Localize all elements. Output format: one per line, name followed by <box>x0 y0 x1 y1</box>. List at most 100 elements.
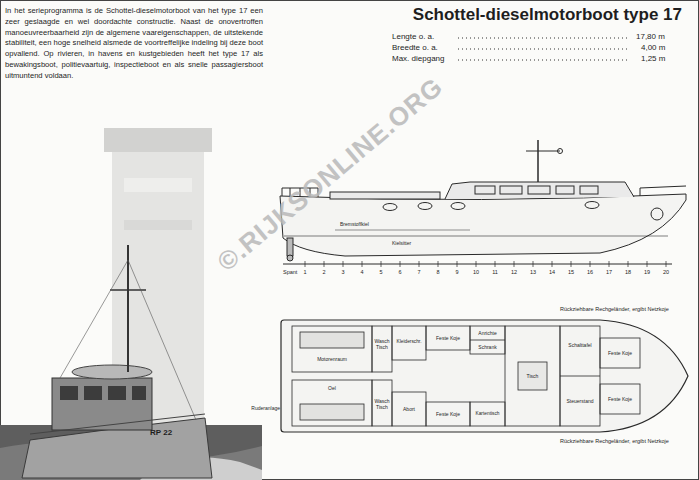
room-label: Kartentisch <box>470 411 505 417</box>
photo-boat-part <box>60 260 128 378</box>
profile-drawing-part <box>335 230 470 231</box>
profile-drawing-part <box>287 255 293 261</box>
frame-number: 10 <box>470 269 482 276</box>
plan-view-part <box>281 320 688 432</box>
spec-leader-dots <box>458 38 630 60</box>
lighthouse-backdrop-part <box>124 220 192 230</box>
note-label: Rückziehbare Rechgeländer, ergibt Netzko… <box>560 306 669 313</box>
photo-boat-part <box>30 414 205 434</box>
plan-view-part <box>372 326 392 372</box>
room-label: Feste Koje <box>426 411 470 417</box>
photo-boat-part <box>132 386 146 400</box>
frame-number: 14 <box>546 269 558 276</box>
frame-scale-ticks-part <box>324 261 325 267</box>
photo-boat-part <box>128 260 196 420</box>
frame-number: 5 <box>375 269 387 276</box>
spec-leader-dots-part <box>458 38 630 39</box>
frame-number: 11 <box>489 269 501 276</box>
spec-label: Lengte o. a. <box>392 32 434 42</box>
frame-number: 20 <box>660 269 672 276</box>
frame-number: 1 <box>299 269 311 276</box>
plan-view-part <box>426 326 470 350</box>
part-label: Ruderanlage <box>236 405 280 411</box>
profile-drawing-part <box>500 186 522 194</box>
lighthouse-backdrop-part <box>104 128 212 152</box>
profile-drawing-part <box>418 203 432 210</box>
photo-boat-part <box>72 365 152 379</box>
plan-view-part <box>426 402 470 426</box>
profile-drawing-part <box>580 186 598 194</box>
spec-value: 1,25 m <box>641 54 665 64</box>
frame-scale-ticks-part <box>362 261 363 267</box>
room-label: Wasch Tisch <box>372 338 392 350</box>
room-label: Schrank <box>470 344 505 350</box>
plan-view-part <box>300 404 364 420</box>
profile-drawing-part <box>640 186 686 196</box>
frame-number: 4 <box>356 269 368 276</box>
part-label: Kielsitter <box>392 240 411 246</box>
spec-value: 17,80 m <box>636 32 665 42</box>
profile-drawing-part <box>558 149 563 154</box>
frame-number: 2 <box>318 269 330 276</box>
frame-scale-ticks-part <box>495 261 496 267</box>
frame-number: 17 <box>603 269 615 276</box>
room-label: Anrichte <box>470 330 505 336</box>
spec-leader-dots-part <box>458 49 630 50</box>
plan-view-part <box>505 326 560 426</box>
plan-view-part <box>292 326 372 372</box>
profile-drawing-part <box>451 203 465 210</box>
frame-scale-ticks-part <box>514 261 515 267</box>
profile-drawing-part <box>283 264 672 265</box>
profile-drawing-part <box>651 208 663 220</box>
profile-drawing-part <box>383 204 397 211</box>
plan-view-part <box>600 338 640 368</box>
plan-view-part <box>392 392 426 426</box>
room-label: Abort <box>392 406 426 412</box>
frame-scale-ticks <box>305 261 666 267</box>
frame-number: 3 <box>337 269 349 276</box>
room-label: Oel <box>292 385 372 391</box>
plan-view-part <box>300 332 364 348</box>
room-label: Motorenraum <box>292 356 372 362</box>
spec-label: Breedte o. a. <box>392 43 438 53</box>
frame-scale-ticks-part <box>666 261 667 267</box>
frame-number: 6 <box>394 269 406 276</box>
plan-view-part <box>560 376 600 377</box>
frame-number: 9 <box>451 269 463 276</box>
plan-view-part <box>470 326 505 354</box>
plan-view-part <box>392 326 426 360</box>
profile-drawing-part <box>585 202 599 209</box>
frame-number: 12 <box>508 269 520 276</box>
room-label: Steuerstand <box>560 398 600 404</box>
spec-value: 4,00 m <box>641 43 665 53</box>
plan-view <box>281 320 688 432</box>
plan-view-part <box>470 402 505 426</box>
room-label: Wasch Tisch <box>372 398 392 410</box>
frame-scale-ticks-part <box>305 261 306 267</box>
part-label: Bremstoffkiel <box>340 221 369 227</box>
room-label: Tisch <box>518 373 547 379</box>
hull-number: RP 22 <box>150 428 172 438</box>
profile-drawing-part <box>526 151 560 152</box>
frame-scale-ticks-part <box>419 261 420 267</box>
frame-number: 7 <box>413 269 425 276</box>
frame-scale-ticks-part <box>438 261 439 267</box>
plan-view-part <box>560 326 600 426</box>
profile-drawing-part <box>475 186 495 194</box>
frame-number: 16 <box>584 269 596 276</box>
frame-scale-ticks-part <box>552 261 553 267</box>
frame-number: 8 <box>432 269 444 276</box>
photo-boat-part <box>84 386 102 400</box>
frame-scale-ticks-part <box>609 261 610 267</box>
note-label: Rückziehbare Rechgeländer, ergibt Netzko… <box>560 438 669 445</box>
frame-number: 15 <box>565 269 577 276</box>
frame-scale-ticks-part <box>647 261 648 267</box>
room-label: Feste Koje <box>426 335 470 341</box>
plan-view-part <box>292 380 372 426</box>
frame-scale-ticks-part <box>476 261 477 267</box>
room-label: Feste Koje <box>600 350 640 356</box>
frame-scale-ticks-part <box>628 261 629 267</box>
room-label: Schalttafel <box>560 342 600 348</box>
plan-view-part <box>600 384 640 414</box>
